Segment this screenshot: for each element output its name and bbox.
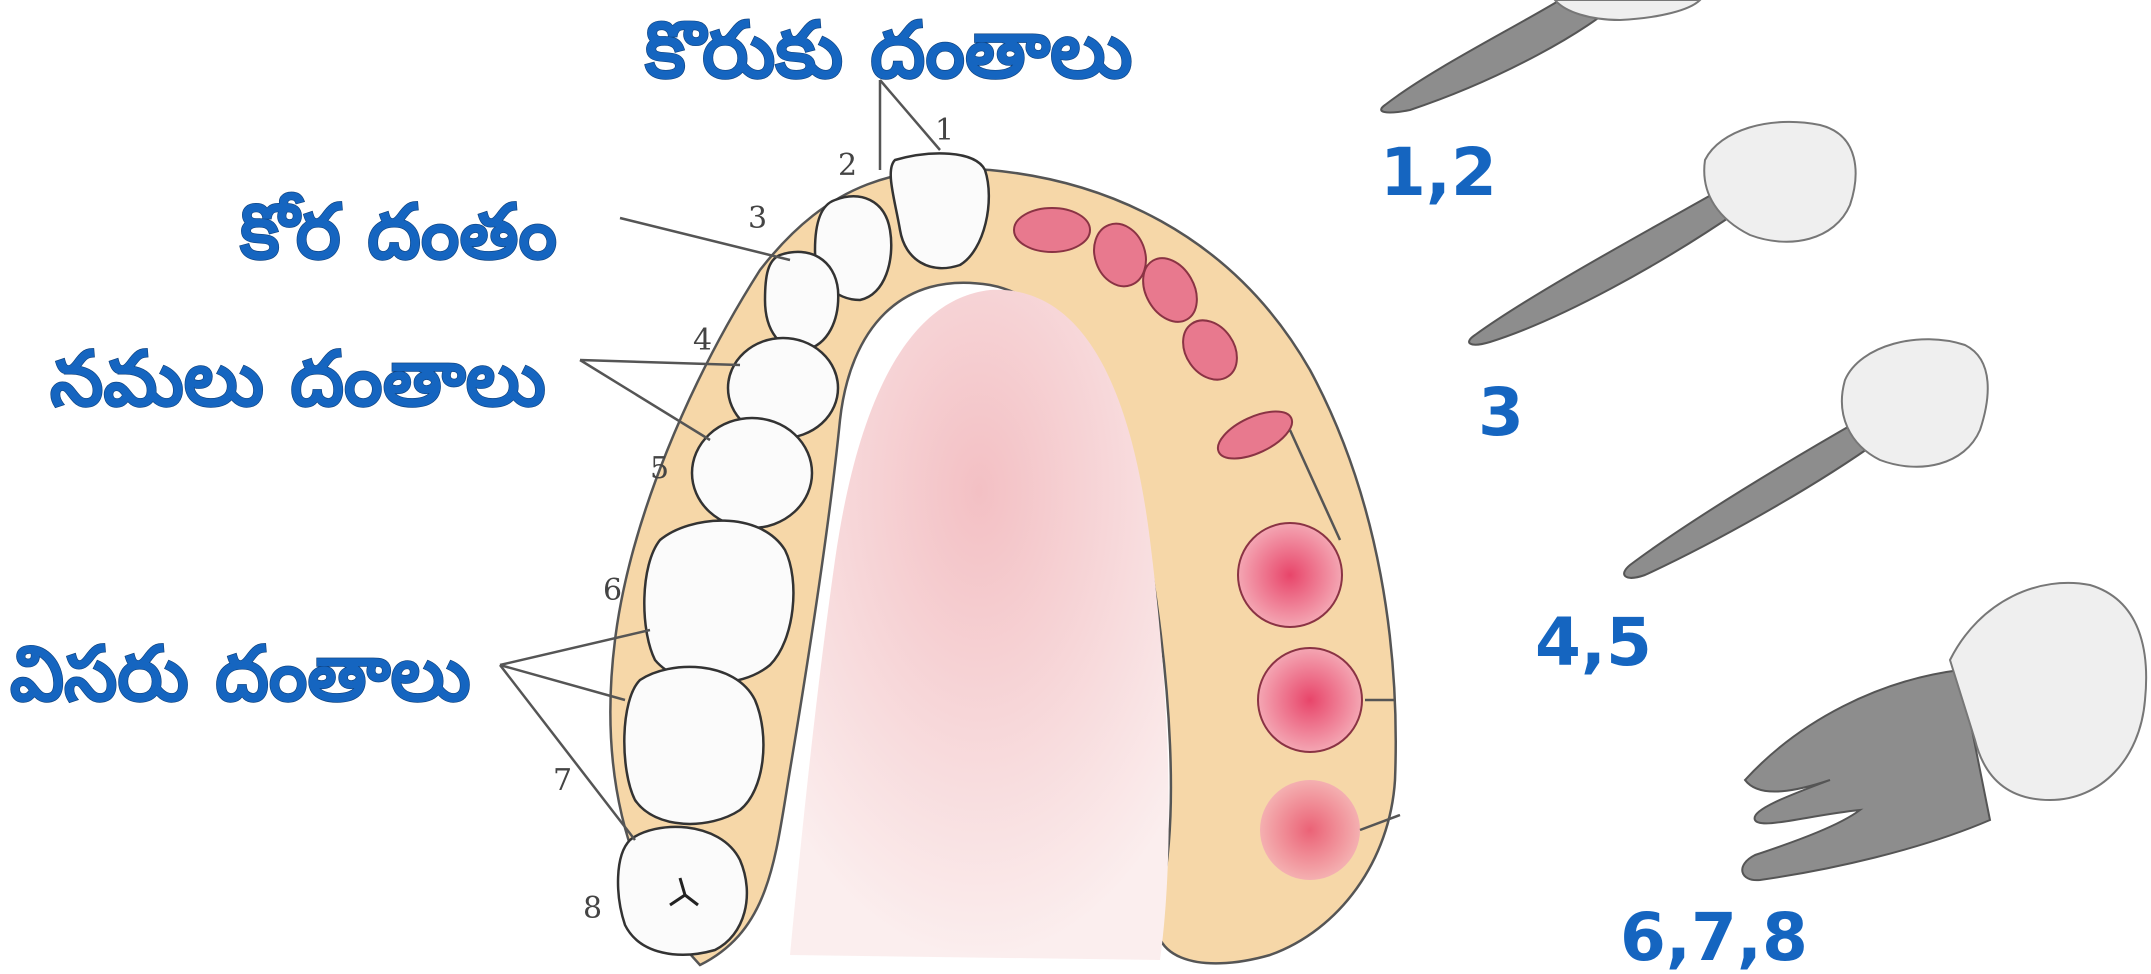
- number-6: 6: [603, 573, 622, 608]
- tooth-6: [644, 521, 793, 684]
- number-3: 3: [748, 201, 767, 236]
- label-premolars: నమలు దంతాలు: [50, 334, 546, 423]
- label-incisors: కొరుకు దంతాలు: [644, 6, 1132, 96]
- group-canine: 3: [1478, 374, 1524, 451]
- number-7: 7: [553, 763, 572, 798]
- socket-8: [1260, 780, 1360, 880]
- number-2: 2: [838, 148, 857, 183]
- group-premolars: 4,5: [1535, 604, 1652, 681]
- label-molars: విసరు దంతాలు: [10, 629, 471, 718]
- number-8: 8: [583, 891, 602, 926]
- molar-illustration: [1742, 583, 2146, 880]
- number-1: 1: [935, 113, 954, 148]
- tooth-5: [692, 418, 812, 528]
- tooth-3: [765, 252, 838, 350]
- premolar-illustration: [1624, 339, 1988, 578]
- group-molars: 6,7,8: [1620, 899, 1808, 974]
- socket-1: [1014, 208, 1090, 252]
- canine-illustration: [1469, 122, 1855, 345]
- tooth-7: [624, 667, 763, 824]
- group-incisors: 1,2: [1380, 134, 1497, 211]
- label-canine: కోర దంతం: [239, 187, 557, 276]
- socket-7: [1258, 648, 1362, 752]
- palate: [790, 290, 1169, 960]
- number-5: 5: [650, 451, 669, 486]
- number-4: 4: [693, 323, 712, 358]
- socket-6: [1238, 523, 1342, 627]
- incisor-illustration: [1381, 0, 1700, 112]
